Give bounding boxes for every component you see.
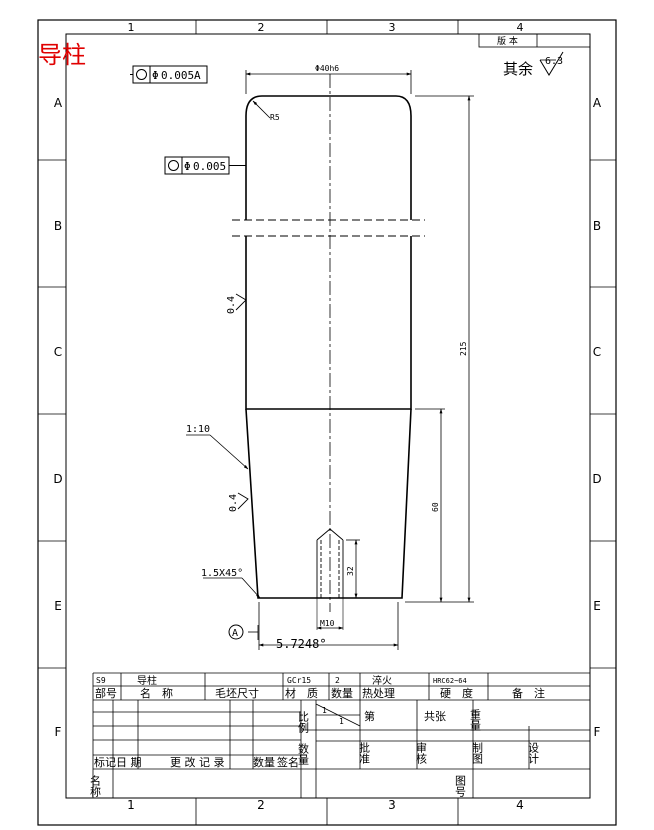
sheet-frame [37,19,617,826]
zone-row-right-e: E [593,599,601,613]
tb-rev-header-qty: 数量 [253,756,275,769]
tolerance-frame-top [130,65,208,84]
tb-scale-bottom: 1 [339,717,344,726]
roughness-symbol-icon [539,51,564,76]
roughness-default-label: 其余 [503,60,533,78]
zone-col-top-2: 2 [258,21,265,34]
bom-table [92,672,590,798]
tb-rev-header-sign: 签名 [277,755,299,769]
zone-col-bottom-4: 4 [516,798,524,812]
zone-col-bottom-3: 3 [388,798,396,812]
bom-header-blank-size: 毛坯尺寸 [215,686,259,700]
threaded-hole [316,528,344,630]
tolerance-top-diameter-icon: Φ [152,69,159,82]
zone-col-bottom-2: 2 [257,798,265,812]
dim-chamfer: 1.5X45° [201,568,243,579]
roughness-lower: 0.4 [228,492,249,512]
tb-scale-top: 1 [322,706,327,715]
zone-col-top-3: 3 [389,21,396,34]
roughness-upper: 0.4 [226,293,247,314]
dim-length-total: 215 [459,341,468,356]
bom-header-qty: 数量 [331,687,353,700]
bom-header-remarks: 备 注 [512,686,545,700]
zone-row-right-a: A [593,96,602,110]
tb-approve-label: 批准 [358,741,371,764]
bom-part-no: S9 [96,676,106,685]
bom-header-heat: 热处理 [362,687,395,700]
title-block [93,700,590,799]
bom-header-material: 材 质 [285,686,318,700]
tb-part-name-label: 名称 [89,774,102,798]
tb-rev-header-record: 更 改 记 录 [170,755,225,769]
bom-name: 导柱 [137,674,157,687]
zone-ticks [38,20,616,825]
outer-border [37,19,617,826]
version-box [478,33,591,48]
part-title: 导柱 [38,41,86,69]
break-lines [232,219,425,237]
tb-scale-label: 比例 [297,711,310,733]
datum-letter: A [232,628,238,639]
bom-material: GCr15 [287,676,311,685]
zone-row-left-b: B [54,219,62,233]
bom-qty: 2 [335,676,340,685]
bom-hardness: HRC62~64 [433,677,467,685]
tb-qty-label: 数量 [297,743,310,765]
roughness-lower-value: 0.4 [228,494,239,512]
tb-weight-label: 重量 [469,708,482,731]
bom-header-part-no: 部号 [95,686,117,700]
dim-thread: M10 [320,619,335,628]
tb-drawing-no-label: 图号 [454,775,467,798]
zone-col-top-1: 1 [128,21,135,34]
tb-rev-header-date: 日 期 [116,756,142,769]
roughness-lower-icon [237,492,249,510]
tb-rev-header-mark: 标记 [94,755,116,769]
tolerance-frame-mid [164,156,246,175]
bom-header-hardness: 硬 度 [440,686,473,700]
dimension-lines [186,70,474,650]
tb-review-label: 审核 [415,741,428,765]
zone-col-top-4: 4 [517,21,524,34]
tb-sheet-suffix: 共张 [424,710,446,723]
tb-design-label: 设计 [527,742,540,765]
zone-row-left-d: D [53,472,62,486]
zone-row-left-e: E [54,599,62,613]
dim-thread-depth: 32 [346,566,355,576]
datum-symbol-icon [228,624,244,640]
tolerance-top-datum: A [194,69,201,82]
tb-draw-label: 制图 [471,742,484,765]
zone-row-right-c: C [593,345,601,359]
zone-row-right-f: F [594,725,601,739]
roughness-upper-value: 0.4 [226,296,237,314]
tolerance-top-value: 0.005 [161,69,194,82]
tolerance-mid-value: 0.005 [193,160,226,173]
roughness-default-value: 6.3 [545,56,563,67]
roughness-upper-icon [235,293,247,311]
zone-row-left-f: F [55,725,62,739]
part-outline [245,95,412,599]
zone-row-left-a: A [54,96,63,110]
zone-row-right-b: B [593,219,601,233]
dim-diameter: Φ40h6 [315,64,339,73]
dim-radius: R5 [270,113,280,122]
dim-bottom-angle: 5.7248° [276,637,327,651]
zone-col-bottom-1: 1 [127,798,135,812]
bom-heat: 淬火 [372,674,392,687]
tb-sheet-prefix: 第 [364,709,375,723]
zone-row-left-c: C [54,345,62,359]
dim-length-taper: 60 [431,502,440,512]
tolerance-mid-diameter-icon: Φ [184,160,191,173]
zone-row-right-d: D [592,472,601,486]
dim-taper: 1:10 [186,424,210,435]
version-label: 版 本 [497,35,518,47]
bom-header-name: 名 称 [140,686,173,700]
